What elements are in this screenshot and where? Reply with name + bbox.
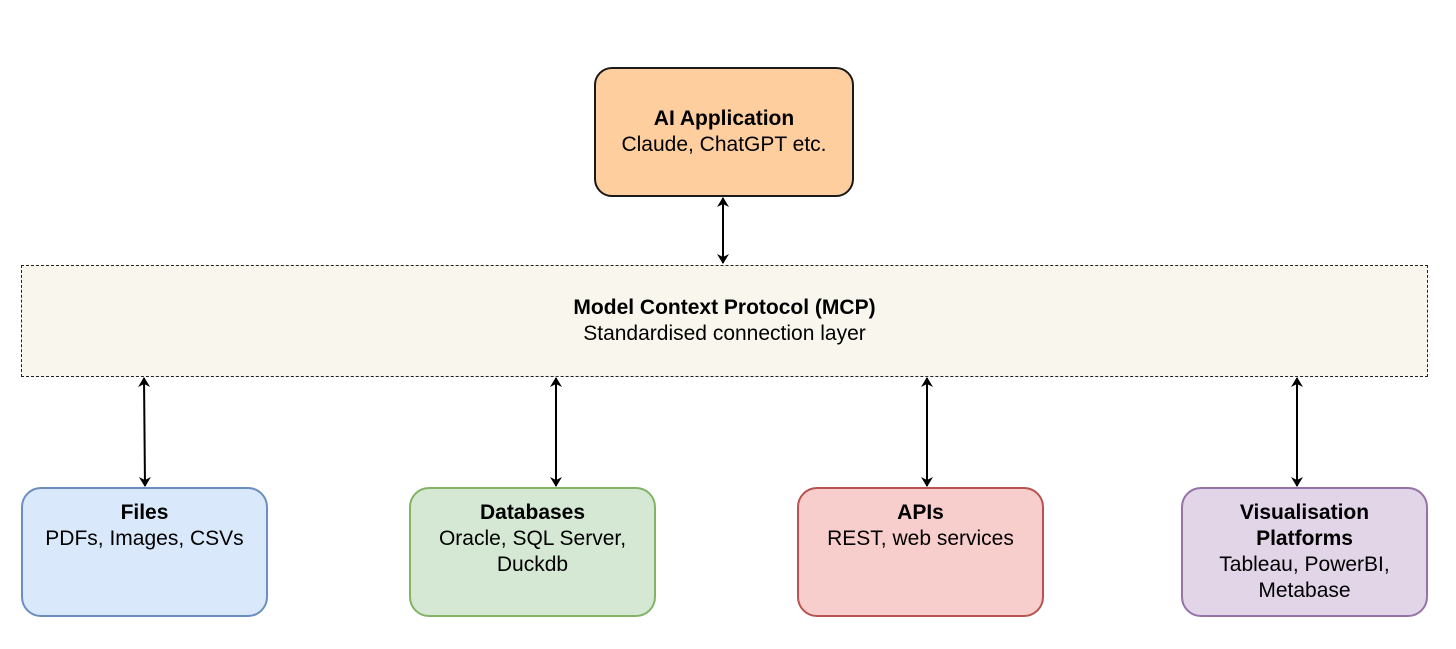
apis-box: APIs REST, web services <box>797 487 1044 617</box>
files-subtitle: PDFs, Images, CSVs <box>45 526 243 552</box>
visualisation-title-line: Platforms <box>1256 527 1353 550</box>
arrow-mcp-to-files <box>138 377 151 487</box>
ai-application-box: AI Application Claude, ChatGPT etc. <box>594 67 854 197</box>
apis-subtitle: REST, web services <box>827 526 1014 552</box>
visualisation-title-line: Visualisation <box>1239 501 1370 524</box>
ai-application-title: AI Application <box>653 107 795 130</box>
visualisation-title: Visualisation Platforms <box>1240 500 1369 552</box>
visualisation-subtitle: Tableau, PowerBI, Metabase <box>1219 552 1389 604</box>
databases-box: Databases Oracle, SQL Server, Duckdb <box>409 487 656 617</box>
files-subtitle-line: PDFs, Images, CSVs <box>45 527 244 550</box>
databases-subtitle: Oracle, SQL Server, Duckdb <box>439 526 626 578</box>
visualisation-subtitle-line: Metabase <box>1258 579 1351 602</box>
visualisation-subtitle-line: Tableau, PowerBI, <box>1219 553 1390 576</box>
mcp-subtitle: Standardised connection layer <box>583 322 866 345</box>
apis-title: APIs <box>897 501 944 524</box>
databases-subtitle-line: Duckdb <box>496 553 569 576</box>
apis-subtitle-line: REST, web services <box>827 527 1014 550</box>
databases-title: Databases <box>479 501 586 524</box>
ai-application-subtitle: Claude, ChatGPT etc. <box>621 133 827 156</box>
visualisation-platforms-box: Visualisation Platforms Tableau, PowerBI… <box>1181 487 1428 617</box>
files-title: Files <box>120 501 169 524</box>
databases-subtitle-line: Oracle, SQL Server, <box>438 527 627 550</box>
files-box: Files PDFs, Images, CSVs <box>21 487 268 617</box>
mcp-title: Model Context Protocol (MCP) <box>573 296 876 319</box>
mcp-layer-box: Model Context Protocol (MCP) Standardise… <box>21 265 1428 377</box>
